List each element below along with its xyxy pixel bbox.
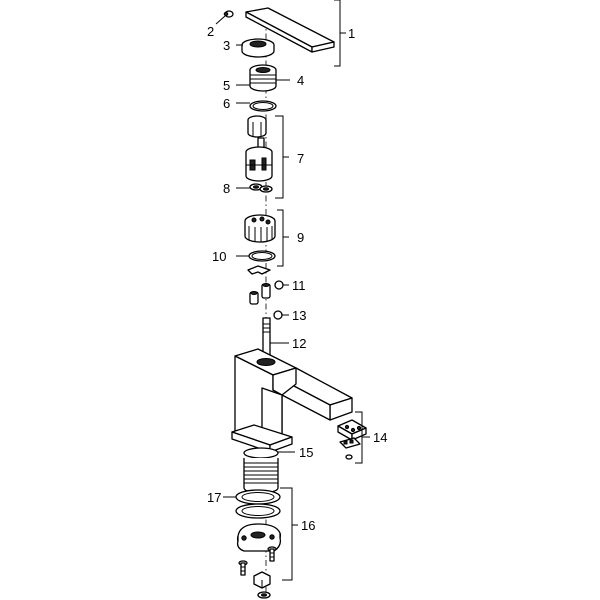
callout-9: 9 [297,230,304,245]
part-7-cartridge [245,115,273,182]
callout-14: 14 [373,430,387,445]
fixing-screws [238,546,277,576]
part-6-o-ring-inner [252,102,274,110]
part-16-mounting-plate [236,523,282,552]
part-2-grub-screw [223,10,234,18]
callout-5: 5 [223,78,230,93]
part-13-small-o-ring [273,310,283,320]
callout-16: 16 [301,518,315,533]
faucet-body [231,348,353,453]
fixing-ring-inner [241,506,275,516]
part-17-gasket-inner [241,492,275,502]
part-15-threaded-shank [243,447,279,494]
callout-2: 2 [207,24,214,39]
part-11-small-o-ring [274,280,284,290]
part-10-o-ring-inner [251,252,273,260]
callout-10: 10 [212,249,226,264]
callout-7: 7 [297,151,304,166]
callout-1: 1 [348,26,355,41]
bottom-nut [253,571,271,599]
callout-3: 3 [223,38,230,53]
callout-13: 13 [292,308,306,323]
part-3-handle-base [241,38,275,58]
leader-lines [215,0,370,581]
part-9-limiter [244,214,276,243]
callout-labels: 1 2 3 4 5 6 7 8 9 10 11 12 13 14 15 16 1… [207,24,387,533]
callout-4: 4 [297,73,304,88]
callout-15: 15 [299,445,313,460]
callout-17: 17 [207,490,221,505]
part-14-aerator [337,419,367,460]
callout-12: 12 [292,336,306,351]
retaining-clip [247,265,271,275]
part-1-handle-lever [245,7,335,53]
part-4-cover-sleeve [249,64,277,92]
callout-6: 6 [223,96,230,111]
callout-11: 11 [292,278,306,293]
connector-nipples [249,283,271,305]
callout-8: 8 [223,181,230,196]
part-8-seals [249,183,273,193]
